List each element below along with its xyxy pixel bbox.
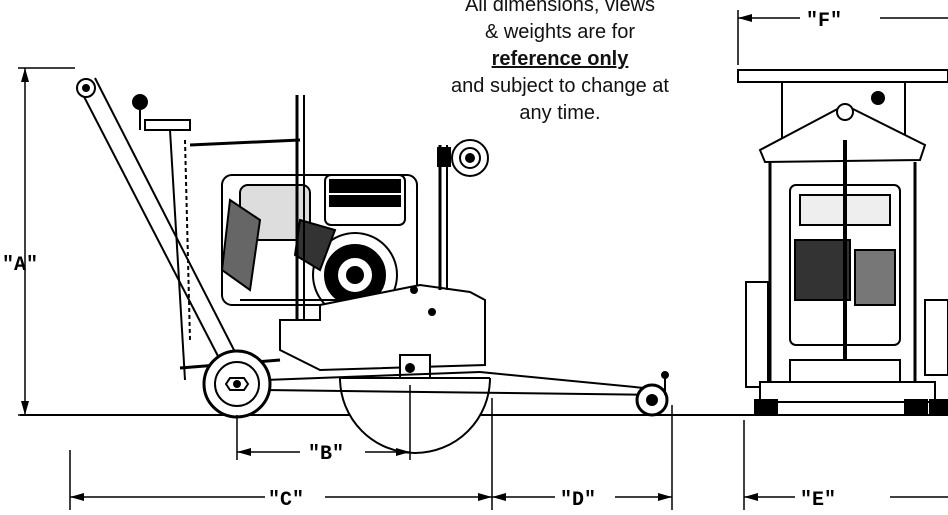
rear-wheel bbox=[202, 349, 272, 419]
side-view bbox=[18, 67, 948, 510]
dimension-label-e: "E" bbox=[800, 489, 836, 512]
dimension-label-a: "A" bbox=[2, 254, 38, 277]
water-reel bbox=[437, 139, 489, 290]
note-line-2: & weights are for bbox=[484, 21, 636, 43]
dimension-label-c: "C" bbox=[268, 489, 304, 512]
front-wheel bbox=[635, 371, 669, 417]
dimension-label-f: "F" bbox=[806, 10, 842, 33]
handle bbox=[76, 77, 236, 381]
note-line-4: and subject to change at bbox=[451, 75, 669, 97]
dimension-label-d: "D" bbox=[560, 489, 596, 512]
note-line-5: any time. bbox=[519, 102, 601, 124]
dimension-label-b: "B" bbox=[308, 443, 344, 466]
disclaimer-note: All dimensions, views & weights are for … bbox=[405, 0, 715, 127]
note-line-3-emphasis: reference only bbox=[491, 48, 629, 70]
blade-guard bbox=[279, 283, 491, 454]
note-line-1: All dimensions, views bbox=[464, 0, 656, 16]
front-view bbox=[737, 10, 948, 510]
